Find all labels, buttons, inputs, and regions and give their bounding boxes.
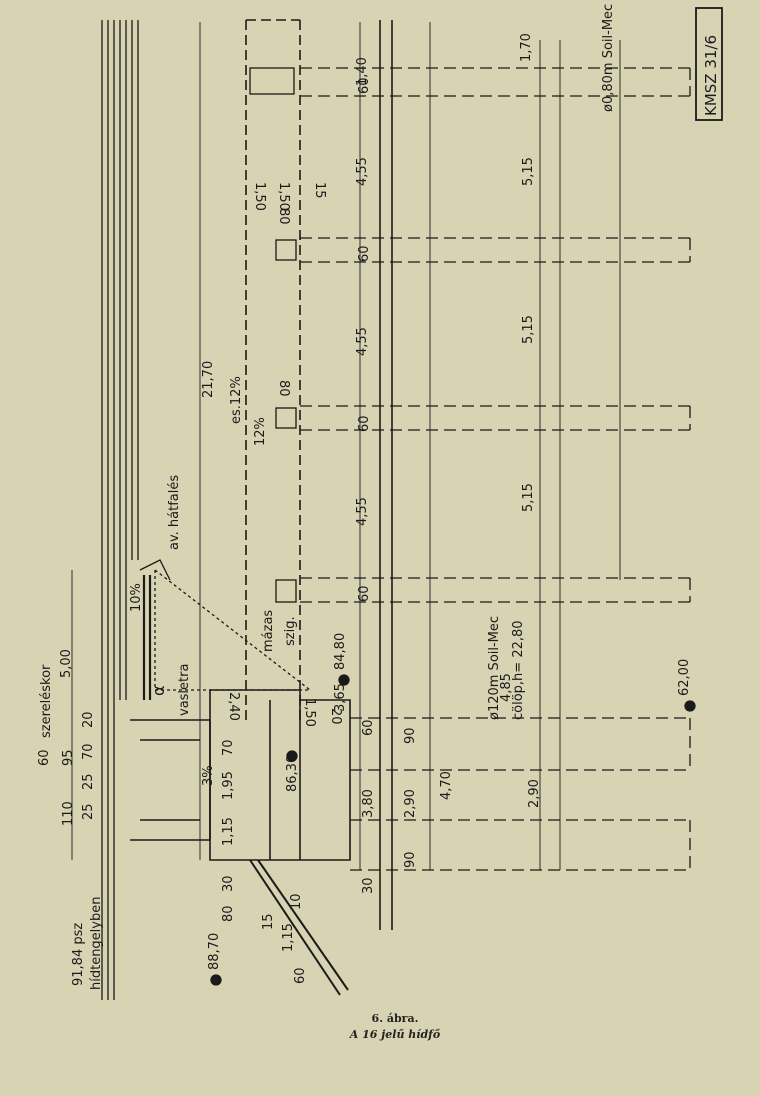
dim-25a: 25 bbox=[81, 803, 96, 820]
dim-140: 1,40 bbox=[355, 57, 370, 86]
bridge-axis-label: hídtengelyben bbox=[89, 897, 104, 990]
figure-title: A 16 jelű hídfő bbox=[349, 1028, 441, 1041]
pile-large-note-2: cölöp,h= 22,80 bbox=[511, 620, 526, 720]
dim-20b: 20 bbox=[328, 708, 343, 725]
dim-150a: 1,50 bbox=[252, 182, 267, 211]
clay-note-1: mázas bbox=[261, 610, 276, 652]
abutment-body bbox=[130, 689, 351, 861]
dim-455c: 4,55 bbox=[355, 497, 370, 526]
deck-lines bbox=[101, 20, 139, 1000]
stamp-label: KMSZ 31/6 bbox=[702, 35, 720, 116]
slope-note-2: 12% bbox=[253, 417, 268, 446]
piles bbox=[300, 67, 691, 871]
pile-large-note-1: ø120m Soil-Mec bbox=[487, 616, 502, 720]
dim-95: 95 bbox=[61, 749, 76, 766]
slope-note-4: 3% bbox=[201, 765, 216, 786]
embankment bbox=[139, 559, 312, 700]
pile-small-note: ø0,80m Soil-Mec cölöp bbox=[601, 0, 616, 112]
dim-60d: 60 bbox=[357, 585, 372, 602]
dim-90a: 90 bbox=[403, 727, 418, 744]
dim-30a: 30 bbox=[221, 875, 236, 892]
dim-365: 3,65 bbox=[333, 683, 348, 712]
dim-80a: 80 bbox=[276, 208, 291, 225]
dim-15: 15 bbox=[312, 182, 327, 199]
stamp-box: KMSZ 31/6 bbox=[695, 7, 723, 121]
dim-60a: 60 bbox=[357, 77, 372, 94]
dim-290a: 2,90 bbox=[403, 789, 418, 818]
dim-500: 5,00 bbox=[59, 649, 74, 678]
dim-80c: 80 bbox=[221, 905, 236, 922]
dim-110: 110 bbox=[61, 801, 76, 826]
elev-8630: 86,30 bbox=[285, 755, 300, 792]
dimension-lines bbox=[71, 22, 621, 870]
dim-70a: 70 bbox=[81, 743, 96, 760]
figure-number: 6. ábra. bbox=[371, 1012, 419, 1025]
dim-515c: 5,15 bbox=[521, 483, 536, 512]
dim-115a: 1,15 bbox=[221, 817, 236, 846]
dim-455a: 4,55 bbox=[355, 157, 370, 186]
labels: 21,70 1,40 1,70 60 4,55 5,15 1,50 1,50 1… bbox=[37, 0, 692, 990]
dim-15b: 15 bbox=[261, 913, 276, 930]
dim-80b: 80 bbox=[276, 380, 291, 397]
pile-caps bbox=[249, 67, 297, 603]
dim-60b: 60 bbox=[357, 245, 372, 262]
dim-150b: 1,50 bbox=[276, 182, 291, 211]
dim-90b: 90 bbox=[403, 851, 418, 868]
slope bbox=[249, 859, 349, 996]
dim-30b: 30 bbox=[361, 877, 376, 894]
dim-10: 10 bbox=[289, 893, 304, 910]
backfill-note: av. hátfalés bbox=[167, 475, 182, 550]
dim-485: 4,85 bbox=[499, 673, 514, 702]
dim-195: 1,95 bbox=[221, 771, 236, 800]
alpha-label: α bbox=[149, 685, 168, 696]
elev-8870: 88,70 bbox=[207, 933, 222, 970]
dim-170: 1,70 bbox=[519, 33, 534, 62]
dim-515a: 5,15 bbox=[521, 157, 536, 186]
dim-60e: 60 bbox=[37, 749, 52, 766]
total-width-dim: 21,70 bbox=[201, 361, 216, 398]
slope-note-1: es.12% bbox=[229, 376, 244, 424]
assembly-note: szereléskor bbox=[39, 664, 54, 738]
dim-25b: 25 bbox=[81, 773, 96, 790]
dim-60c: 60 bbox=[357, 415, 372, 432]
clay-note-2: szig. bbox=[283, 616, 298, 646]
slope-note-3: 10% bbox=[129, 583, 144, 612]
bridge-axis-elev: 91,84 psz bbox=[71, 923, 86, 986]
dim-290b: 2,90 bbox=[527, 779, 542, 808]
dim-115b: 1,15 bbox=[281, 923, 296, 952]
dim-240: 2,40 bbox=[226, 692, 241, 721]
slab-note: vasletra bbox=[177, 664, 192, 716]
dim-455b: 4,55 bbox=[355, 327, 370, 356]
dim-380: 3,80 bbox=[361, 789, 376, 818]
dim-70b: 70 bbox=[221, 739, 236, 756]
elev-8480: 84,80 bbox=[333, 633, 348, 670]
elev-6200: 62,00 bbox=[677, 659, 692, 696]
dim-20a: 20 bbox=[81, 711, 96, 728]
elevation-markers bbox=[210, 674, 696, 986]
reference-lines bbox=[245, 19, 393, 930]
dim-60g: 60 bbox=[293, 967, 308, 984]
dim-515b: 5,15 bbox=[521, 315, 536, 344]
dim-470: 4,70 bbox=[439, 771, 454, 800]
dim-150c: 1,50 bbox=[302, 698, 317, 727]
dim-60f: 60 bbox=[361, 719, 376, 736]
